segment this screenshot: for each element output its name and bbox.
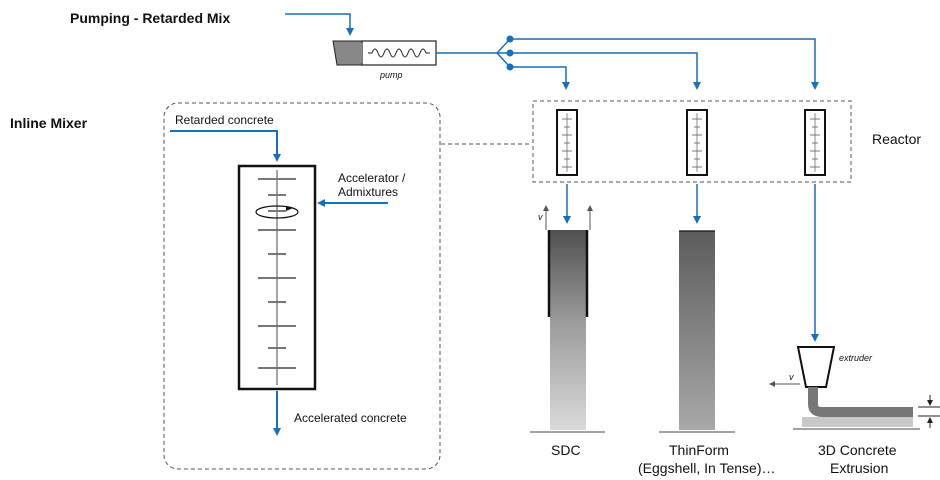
extrusion-label-line1: 3D Concrete — [818, 442, 897, 458]
thinform-label-line2: (Eggshell, In Tense)… — [638, 460, 775, 476]
accelerator-label-line2: Admixtures — [338, 185, 398, 199]
extruder-nozzle — [796, 346, 836, 388]
extrusion-label-line2: Extrusion — [830, 460, 888, 476]
distribution-lines — [436, 38, 819, 90]
reactor-outlet-arrows — [563, 184, 819, 342]
layer-height-indicator — [918, 395, 940, 428]
retarded-concrete-label: Retarded concrete — [175, 113, 274, 127]
base-layer — [802, 417, 913, 427]
sdc-column — [547, 230, 589, 430]
extruder-velocity-label: v — [789, 372, 794, 382]
mixer-tube — [237, 164, 317, 391]
pumping-title: Pumping - Retarded Mix — [70, 10, 230, 26]
reactor-label: Reactor — [872, 131, 921, 147]
junction-nodes — [506, 35, 514, 71]
sdc-velocity-label: v — [538, 212, 543, 222]
accelerator-label-line1: Accelerator / — [338, 171, 406, 185]
extruder-label: extruder — [839, 353, 873, 363]
accelerated-concrete-label: Accelerated concrete — [294, 411, 407, 425]
retarded-concrete-arrow — [170, 130, 281, 162]
inline-mixer-title: Inline Mixer — [10, 115, 88, 131]
pump-inlet-line — [285, 13, 354, 36]
slipform-velocity-arrows — [543, 205, 593, 230]
reactor-box — [532, 100, 852, 183]
sdc-label: SDC — [551, 442, 581, 458]
reactor-tube-sdc — [556, 109, 578, 176]
pump-label: pump — [379, 70, 403, 80]
thinform-label-line1: ThinForm — [669, 442, 729, 458]
thinform-column — [679, 230, 715, 430]
pump — [332, 40, 437, 66]
reactor-tube-thinform — [686, 109, 708, 176]
printed-layer — [808, 387, 913, 417]
reactor-tube-extrusion — [804, 109, 826, 176]
rotation-arrow-icon — [255, 205, 299, 219]
